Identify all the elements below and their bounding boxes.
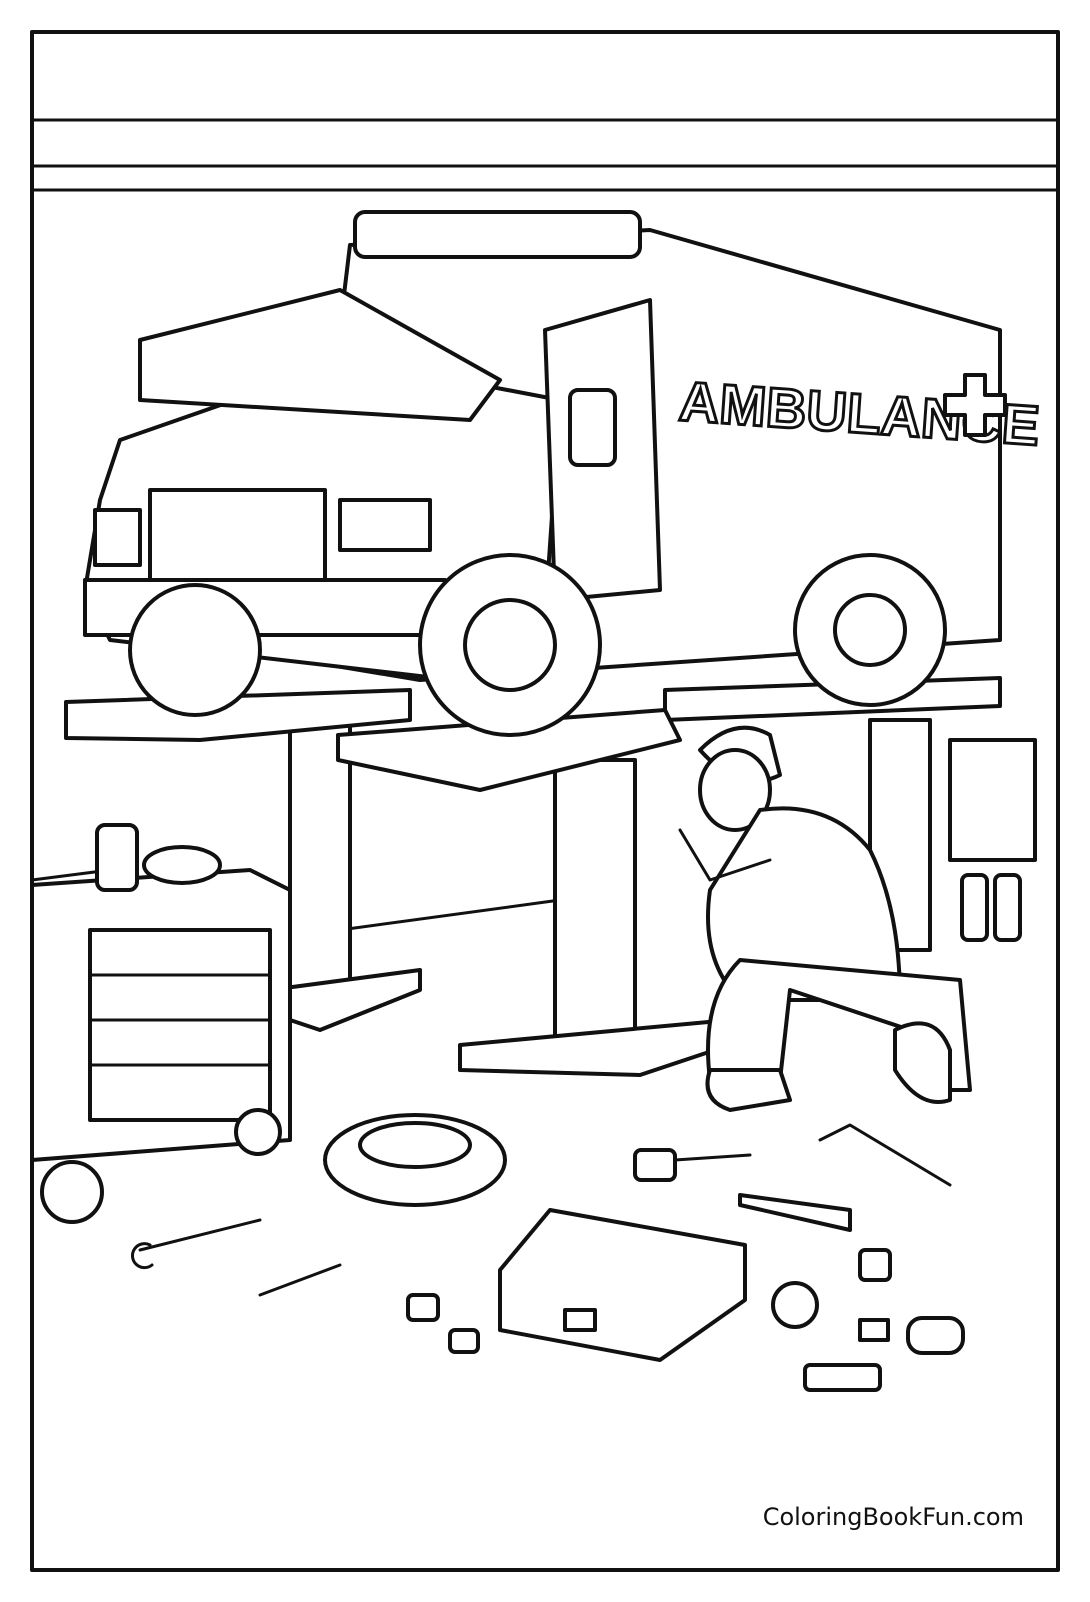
nut xyxy=(448,1328,480,1354)
siren-light-bar xyxy=(353,210,642,259)
torso xyxy=(706,806,902,1002)
wheel xyxy=(128,583,262,717)
bolt xyxy=(803,1363,882,1392)
watermark: ColoringBookFun.com xyxy=(762,1503,1024,1531)
bottle xyxy=(960,873,989,942)
tool-cart xyxy=(30,823,292,1224)
sponge xyxy=(906,1316,965,1355)
grille xyxy=(148,488,327,582)
lift-left xyxy=(64,688,422,1032)
tape-roll xyxy=(142,845,222,885)
wrench xyxy=(258,1263,342,1297)
tool-board xyxy=(948,738,1037,942)
spanner xyxy=(818,1123,952,1187)
toolbox xyxy=(498,1208,747,1362)
mirror xyxy=(568,388,617,467)
wrench xyxy=(131,1218,262,1270)
bottle xyxy=(993,873,1022,942)
nut xyxy=(858,1318,890,1342)
caster-wheel xyxy=(40,1160,104,1224)
open-hood xyxy=(138,288,502,422)
boot xyxy=(705,1068,792,1112)
bottle xyxy=(95,823,139,892)
ambulance: AMBULANCE xyxy=(83,210,1043,737)
caster-wheel xyxy=(234,1108,282,1156)
ceiling-lines xyxy=(30,118,1060,192)
lift-center xyxy=(336,708,732,1077)
mechanic xyxy=(678,725,972,1112)
floor-tools xyxy=(131,1113,965,1392)
gear-icon xyxy=(771,1281,819,1329)
screwdriver xyxy=(738,1193,852,1232)
head xyxy=(698,748,772,832)
medical-cross-icon xyxy=(943,373,1007,437)
lift-right xyxy=(663,676,1002,952)
nut xyxy=(858,1248,892,1282)
hammer xyxy=(633,1148,677,1182)
boot xyxy=(893,1021,952,1104)
nut xyxy=(406,1293,440,1322)
arm xyxy=(678,828,772,882)
